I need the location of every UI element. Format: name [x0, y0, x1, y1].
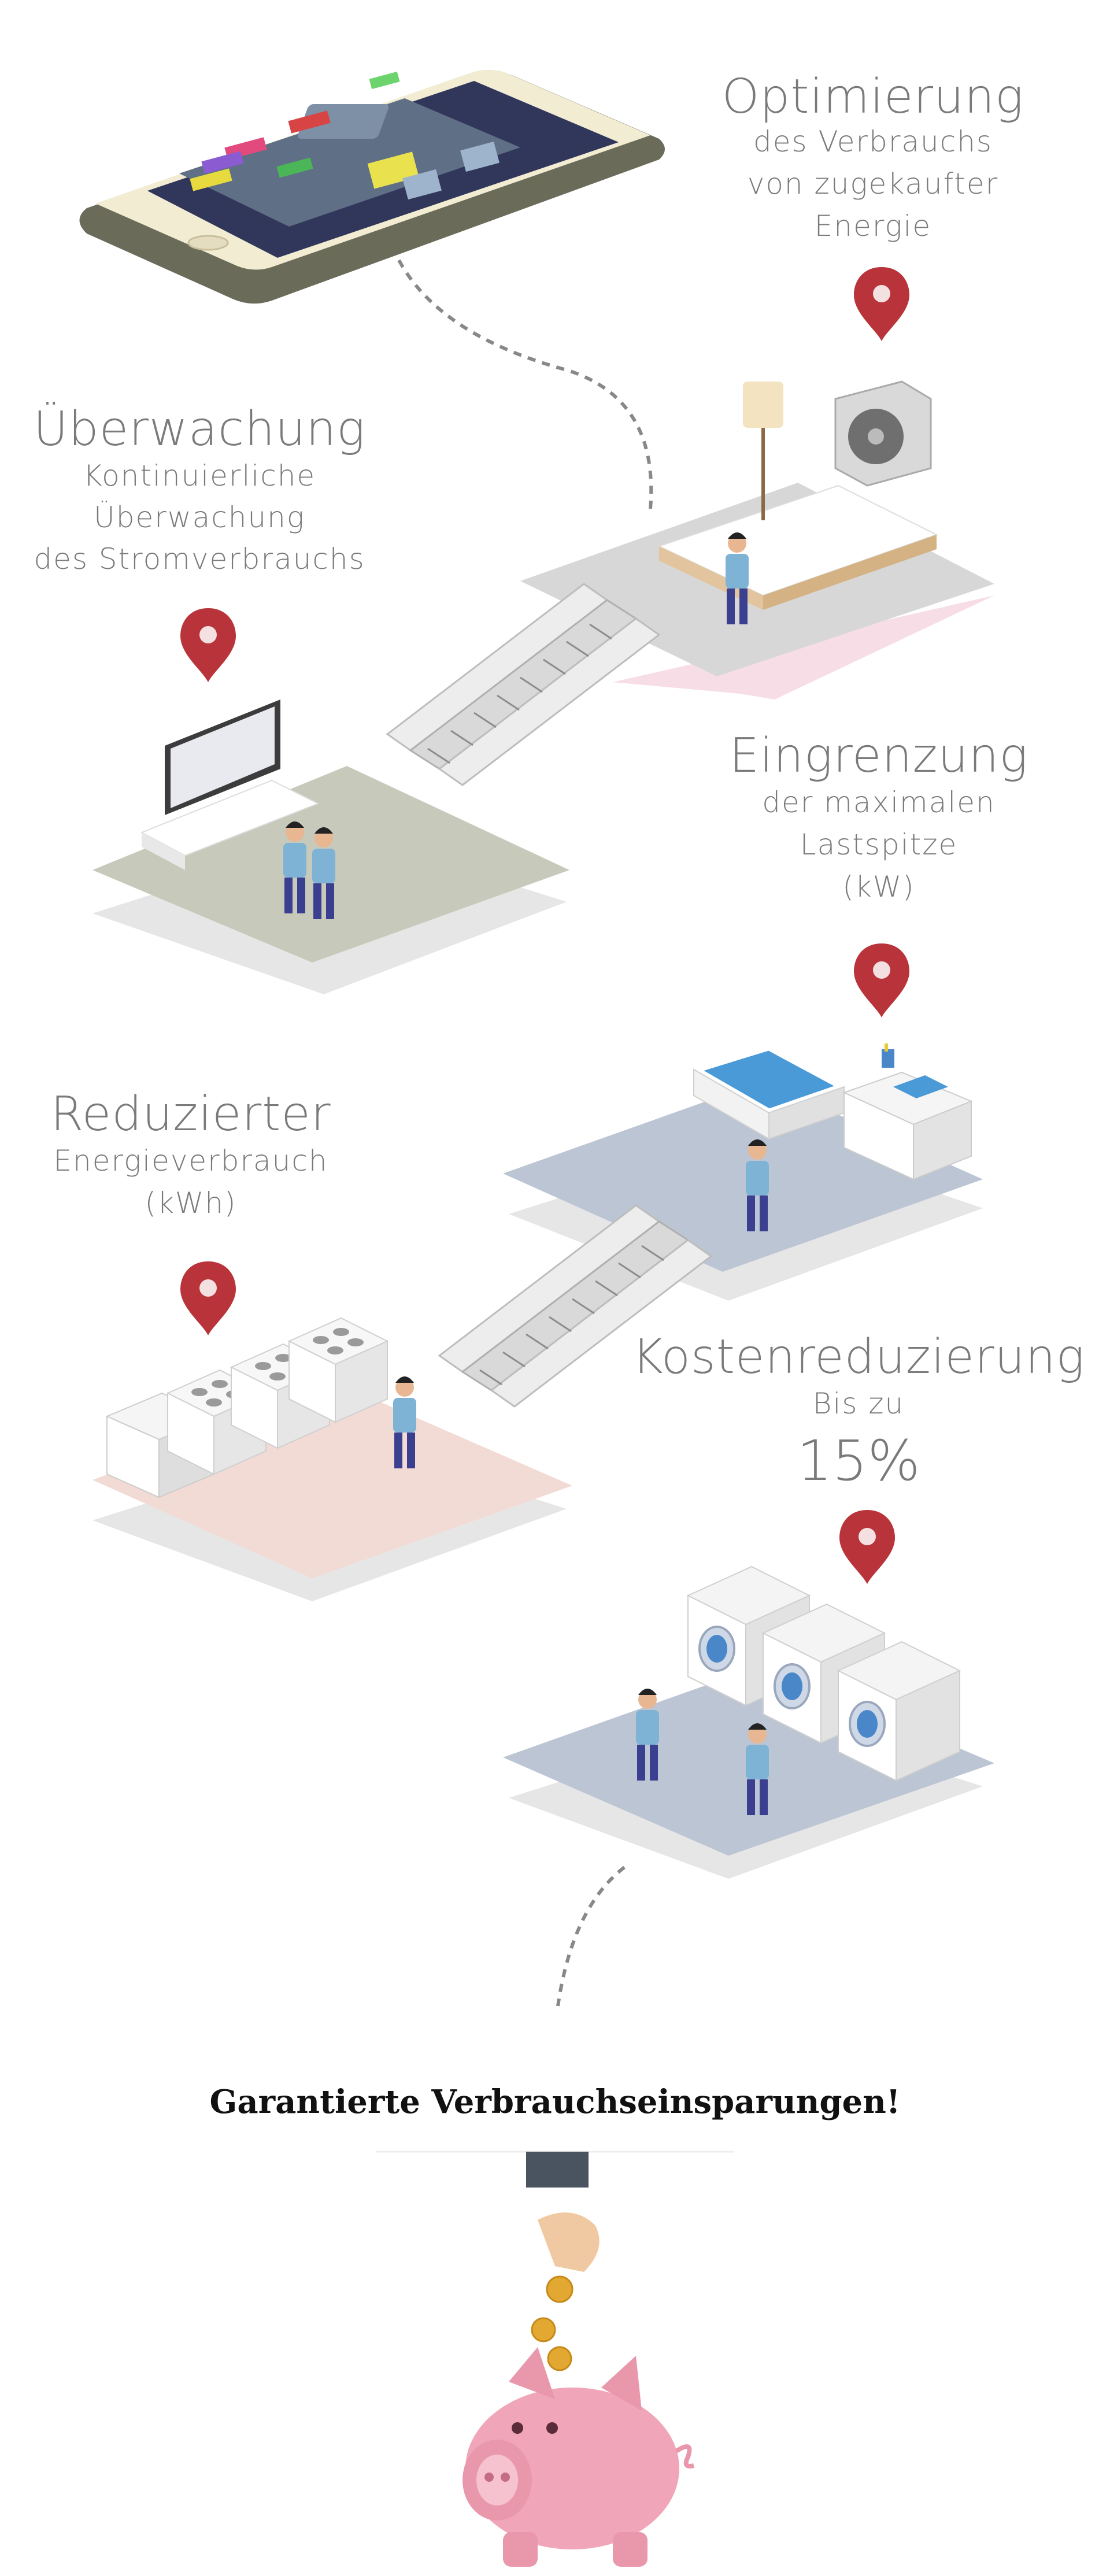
floor-tv — [92, 699, 569, 994]
piggy-bank-icon — [462, 2347, 694, 2567]
section-line: Lastspitze — [800, 828, 957, 861]
section-reduzierter: Reduzierter Energieverbrauch (kWh) — [50, 1087, 331, 1220]
section-eingrenzung: Eingrenzung der maximalen Lastspitze (kW… — [729, 728, 1028, 904]
map-pin-icon — [854, 267, 909, 341]
section-title: Optimierung — [722, 69, 1024, 124]
floor-laundry — [503, 1565, 994, 1879]
washing-machine-icon — [837, 1641, 961, 1782]
air-conditioner — [834, 380, 932, 487]
section-line: (kWh) — [145, 1186, 236, 1220]
floor-kitchen — [92, 1317, 572, 1601]
section-line: Bis zu — [813, 1387, 905, 1420]
map-pin-icon — [839, 1510, 895, 1584]
dotted-connector — [556, 1866, 626, 2007]
section-ueberwachung: Überwachung Kontinuierliche Überwachung … — [34, 402, 366, 576]
dotted-connector — [397, 259, 653, 509]
section-kosten: Kostenreduzierung Bis zu 15% — [632, 1330, 1085, 1493]
section-title: Reduzierter — [50, 1087, 331, 1142]
escalator-icon — [386, 583, 660, 786]
section-line: von zugekaufter — [748, 167, 999, 201]
section-title: Kostenreduzierung — [632, 1330, 1085, 1385]
map-pin-icon — [854, 943, 909, 1017]
section-optimierung: Optimierung des Verbrauchs von zugekauft… — [722, 69, 1024, 243]
section-line: des Stromverbrauchs — [34, 542, 365, 576]
section-title: Eingrenzung — [729, 728, 1028, 783]
coin-icon — [531, 2275, 574, 2371]
section-title: Überwachung — [34, 402, 366, 457]
section-line: Energieverbrauch — [53, 1144, 328, 1178]
section-line: des Verbrauchs — [753, 125, 993, 158]
footer-headline: Garantierte Verbrauchseinsparungen! — [210, 2083, 901, 2121]
hand-with-coin — [526, 2152, 600, 2272]
section-line: Überwachung — [94, 501, 305, 534]
section-line: Kontinuierliche — [83, 459, 316, 493]
section-line: Energie — [815, 209, 931, 243]
section-line: (kW) — [842, 870, 915, 904]
map-pin-icon — [180, 608, 236, 682]
section-line: der maximalen — [762, 786, 995, 819]
smartphone-icon — [79, 69, 665, 304]
map-pin-icon — [180, 1261, 236, 1335]
savings-percent: 15% — [797, 1428, 920, 1493]
